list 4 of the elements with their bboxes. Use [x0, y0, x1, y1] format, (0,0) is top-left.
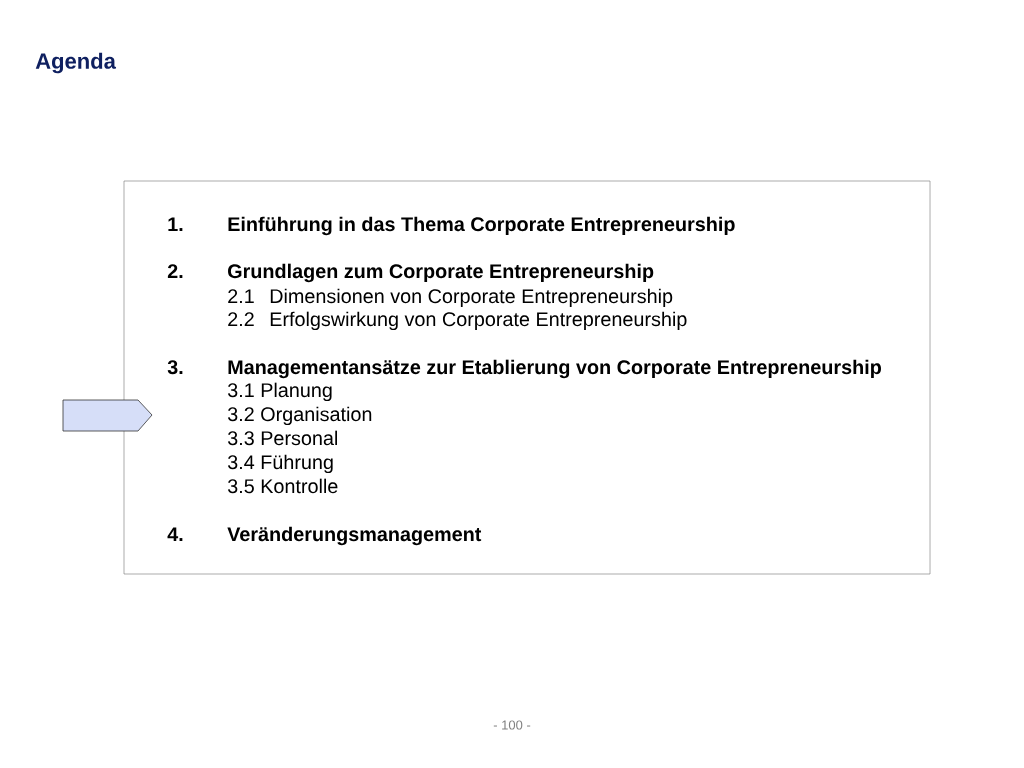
page-number: - 100 - [493, 720, 531, 730]
pointer-marker [62, 399, 153, 432]
agenda-box: 1. Einführung in das Thema Corporate Entrepreneurship 2. Grundlagen zum Corporate Entrepreneurship 2.1 Dimensionen von Corporate Entrepreneurship 2.2 Erfolgswirkung von Corporate Entrepreneurship 3. Managementansätze zur Etablierung von Corporate Entrepreneurship 3.1 Planung 3.2 Organisation 3.3 Personal 3.4 Führung 3.5 Kontrolle 4. Veränderungsmanagement [123, 180, 931, 575]
title: Agenda [35, 52, 116, 74]
